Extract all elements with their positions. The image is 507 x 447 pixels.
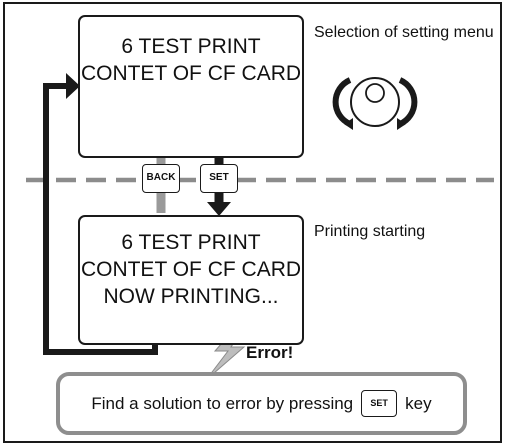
set-key-button[interactable]: SET bbox=[200, 164, 238, 193]
lcd-line: 6 TEST PRINT bbox=[121, 231, 261, 254]
rotary-dial-icon bbox=[332, 77, 418, 130]
caption-printing: Printing starting bbox=[314, 223, 426, 240]
lcd-line: 6 TEST PRINT bbox=[121, 35, 261, 58]
error-label: Error! bbox=[246, 343, 294, 362]
set-arrowhead bbox=[207, 202, 231, 216]
diagram-frame bbox=[3, 2, 502, 443]
caption-selection: Selection of setting menu bbox=[314, 24, 494, 41]
loop-back-arrow bbox=[43, 83, 158, 355]
lcd-screen-printing: 6 TEST PRINT CONTET OF CF CARD NOW PRINT… bbox=[78, 215, 304, 345]
back-key-button[interactable]: BACK bbox=[142, 164, 180, 193]
solution-text: Find a solution to error by pressing bbox=[91, 393, 354, 413]
loop-back-arrowhead bbox=[66, 73, 80, 99]
lcd-screen-menu: 6 TEST PRINT CONTET OF CF CARD bbox=[78, 15, 304, 158]
set-key-inline[interactable]: SET bbox=[361, 390, 398, 417]
lcd-line: NOW PRINTING... bbox=[103, 285, 279, 308]
solution-text-end: key bbox=[405, 393, 432, 413]
lcd-line: CONTET OF CF CARD bbox=[80, 62, 302, 85]
solution-box: Find a solution to error by pressing SET… bbox=[56, 372, 467, 435]
lcd-line: CONTET OF CF CARD bbox=[80, 258, 302, 281]
